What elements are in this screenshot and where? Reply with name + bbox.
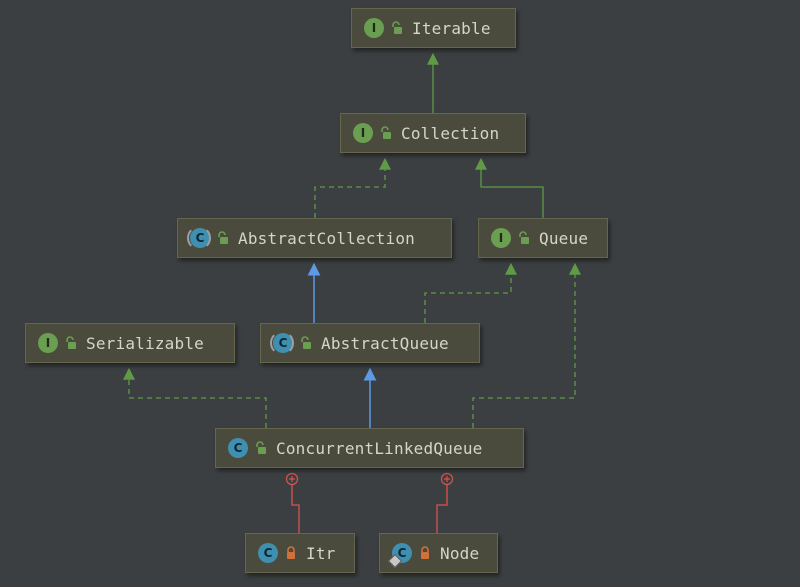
node-label: Iterable bbox=[412, 18, 491, 38]
public-lock-icon bbox=[66, 336, 76, 349]
node-itr[interactable]: C Itr bbox=[245, 533, 355, 573]
inner-class-plus-icon bbox=[285, 472, 299, 486]
edge-abstractcollection-to-collection bbox=[314, 157, 391, 218]
static-class-icon: C bbox=[392, 543, 412, 563]
node-label: Collection bbox=[401, 123, 500, 143]
node-label: Node bbox=[440, 543, 480, 563]
abstract-class-icon: C bbox=[187, 226, 211, 250]
interface-icon: I bbox=[364, 18, 384, 38]
inner-class-plus-icon bbox=[440, 472, 454, 486]
node-serializable[interactable]: I Serializable bbox=[25, 323, 235, 363]
node-collection[interactable]: I Collection bbox=[340, 113, 526, 153]
node-node[interactable]: C Node bbox=[379, 533, 498, 573]
edge-itr-inner bbox=[291, 485, 300, 533]
edge-clq-to-serializable bbox=[123, 367, 267, 428]
node-label: Serializable bbox=[86, 333, 204, 353]
node-label: Itr bbox=[306, 543, 336, 563]
public-lock-icon bbox=[381, 126, 391, 139]
node-abstract-queue[interactable]: C AbstractQueue bbox=[260, 323, 480, 363]
node-abstract-collection[interactable]: C AbstractCollection bbox=[177, 218, 452, 258]
class-icon: C bbox=[258, 543, 278, 563]
node-label: ConcurrentLinkedQueue bbox=[276, 438, 483, 458]
edge-node-inner bbox=[436, 485, 448, 533]
interface-icon: I bbox=[491, 228, 511, 248]
public-lock-icon bbox=[301, 336, 311, 349]
node-label: AbstractQueue bbox=[321, 333, 449, 353]
public-lock-icon bbox=[392, 21, 402, 34]
class-icon: C bbox=[228, 438, 248, 458]
public-lock-icon bbox=[519, 231, 529, 244]
node-label: Queue bbox=[539, 228, 589, 248]
node-label: AbstractCollection bbox=[238, 228, 415, 248]
interface-icon: I bbox=[38, 333, 58, 353]
edge-abstractqueue-to-queue bbox=[424, 262, 517, 323]
public-lock-icon bbox=[256, 441, 266, 454]
abstract-class-icon: C bbox=[270, 331, 294, 355]
node-queue[interactable]: I Queue bbox=[478, 218, 608, 258]
edge-clq-to-queue bbox=[472, 262, 581, 428]
private-lock-icon bbox=[287, 546, 295, 559]
interface-icon: I bbox=[353, 123, 373, 143]
private-lock-icon bbox=[421, 546, 429, 559]
public-lock-icon bbox=[218, 231, 228, 244]
node-iterable[interactable]: I Iterable bbox=[351, 8, 516, 48]
node-concurrent-linked-queue[interactable]: C ConcurrentLinkedQueue bbox=[215, 428, 524, 468]
edge-queue-to-collection bbox=[475, 157, 544, 218]
